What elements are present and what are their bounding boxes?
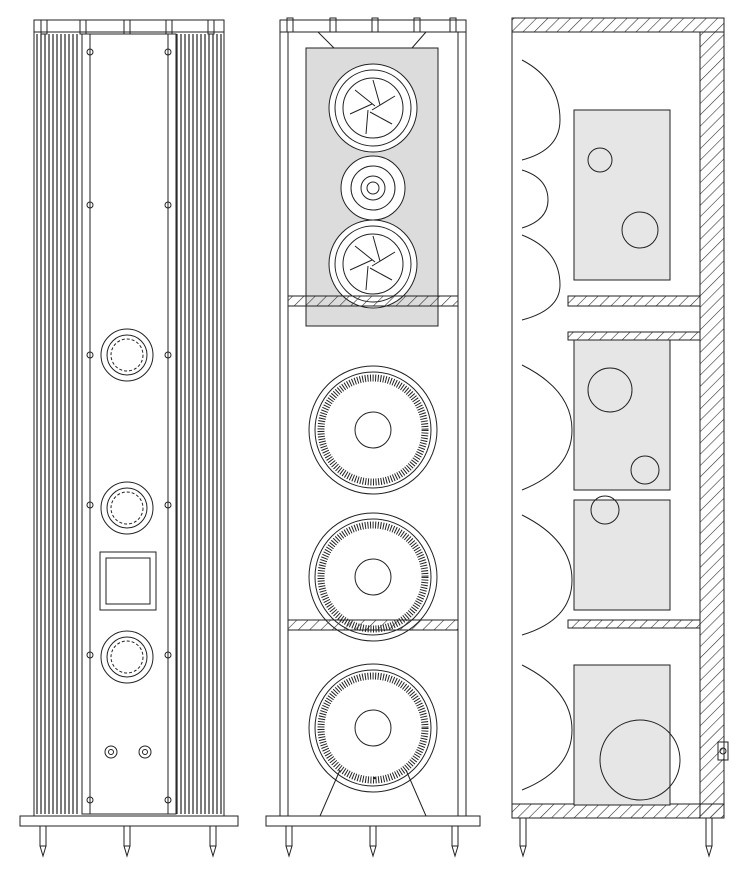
rear-center-panel — [81, 33, 177, 815]
crossover-components — [587, 147, 681, 801]
crossover-board-1 — [573, 109, 671, 281]
woofer-lower — [308, 663, 438, 793]
connector-plate — [99, 551, 157, 611]
crossover-board-3 — [573, 499, 671, 611]
heatsink-fins-right — [176, 34, 222, 814]
rear-view — [19, 19, 239, 858]
side-driver-profiles — [521, 59, 573, 791]
bottom-spikes-front — [285, 825, 459, 858]
heatsink-fins-left — [36, 34, 80, 814]
binding-posts — [104, 745, 152, 759]
top-cap — [33, 19, 225, 33]
rear-screws — [86, 48, 172, 804]
side-section-view — [511, 17, 729, 858]
terminal-handle — [717, 741, 729, 761]
bass-port-upper — [100, 328, 154, 382]
port-flare — [319, 769, 427, 817]
midrange-driver-upper — [328, 63, 418, 153]
front-section-view — [265, 17, 481, 858]
crossover-board-2 — [573, 339, 671, 491]
bottom-spikes-side — [519, 817, 713, 858]
base-plinth — [19, 815, 239, 827]
crossover-board-4 — [573, 664, 671, 806]
rear-wall-section — [699, 31, 725, 819]
midrange-driver-lower — [328, 219, 418, 309]
bass-port-lower — [100, 630, 154, 684]
brace-lower — [287, 619, 459, 631]
brace-upper — [287, 295, 459, 307]
tweeter — [340, 155, 406, 221]
woofer-upper — [308, 365, 438, 495]
bass-port-middle — [100, 481, 154, 535]
bottom-spikes — [39, 825, 217, 858]
